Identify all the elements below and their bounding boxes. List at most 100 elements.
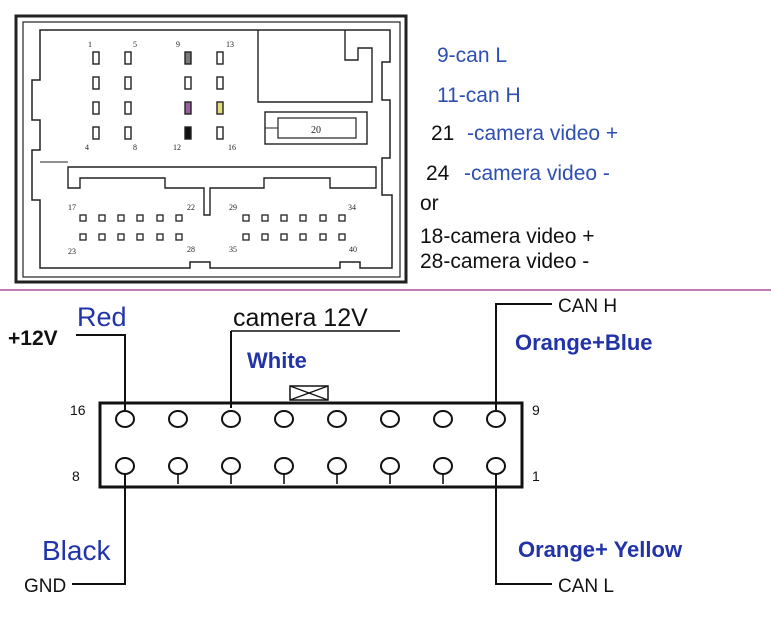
connector-lower-pin (261, 214, 269, 222)
connector-pin-15 (216, 101, 224, 115)
connector-pin-12 (184, 126, 192, 140)
connector-pin-16 (216, 126, 224, 140)
pin-label-9: 9 (176, 40, 180, 49)
connector-pin-9 (184, 51, 192, 65)
connector-pin-14 (216, 76, 224, 90)
plug-pin-1-label: 1 (532, 468, 540, 484)
plug-pin-bottom (221, 457, 241, 475)
connector-pin-1 (92, 51, 100, 65)
plug-pin-bottom (380, 457, 400, 475)
connector-lower-pin (280, 214, 288, 222)
connector-lower-pin (319, 214, 327, 222)
gnd-label: GND (24, 576, 66, 597)
wires (72, 303, 552, 585)
key-marker-cross-b (289, 385, 329, 401)
connector-drawing (14, 14, 408, 284)
connector-lower-pin (299, 214, 307, 222)
plug-pin-top (327, 410, 347, 428)
connector-inner-frame (22, 21, 401, 278)
connector-lower-pin (175, 214, 183, 222)
legend-21-number: 21 (431, 122, 454, 145)
connector-outer-frame (14, 14, 408, 284)
connector-lower-pin (280, 233, 288, 241)
plug-pin-bottom (486, 457, 506, 475)
connector-lower-pin (242, 214, 250, 222)
connector-lower-pin (98, 214, 106, 222)
legend-can-l: 9-can L (437, 44, 507, 67)
wire-can-l (495, 474, 552, 585)
pin-label-22: 22 (187, 203, 195, 212)
plus12v-label: +12V (8, 327, 58, 350)
wire-can-h (495, 303, 552, 410)
plug-pin-bottom (274, 457, 294, 475)
connector-pin-6 (124, 76, 132, 90)
connector-pin-11 (184, 101, 192, 115)
connector-pin-7 (124, 101, 132, 115)
wire-labels: Red +12V camera 12V White CAN H Orange+B… (8, 296, 683, 597)
plug-pin-bottom (115, 457, 135, 475)
connector-lower-pin (338, 214, 346, 222)
pin-label-4: 4 (85, 143, 89, 152)
orange-yellow-wire-label: Orange+ Yellow (518, 537, 683, 562)
plug-pin-top (221, 410, 241, 428)
pin-label-13: 13 (226, 40, 234, 49)
connector-body-outline (31, 29, 393, 269)
connector-lower-pin (117, 214, 125, 222)
legend-18-video-plus: 18-camera video + (420, 225, 595, 248)
plug-pin-top (380, 410, 400, 428)
connector-lower-pin (175, 233, 183, 241)
upper-right-block (257, 30, 373, 103)
middle-divider-rail (67, 166, 377, 216)
pin-label-35: 35 (229, 245, 237, 254)
legend-28-video-minus: 28-camera video - (420, 250, 589, 273)
connector-lower-pin (338, 233, 346, 241)
connector-pin-4 (92, 126, 100, 140)
plug-pin-16-label: 16 (70, 402, 86, 418)
connector-lower-pin (261, 233, 269, 241)
pin-label-16: 16 (228, 143, 236, 152)
connector-lower-pin (136, 214, 144, 222)
pin-label-8: 8 (133, 143, 137, 152)
pin-label-5: 5 (133, 40, 137, 49)
plug-body (98, 401, 524, 489)
connector-lower-pin (117, 233, 125, 241)
connector-lower-pin (98, 233, 106, 241)
plug-pin-bottom (327, 457, 347, 475)
pin-label-34: 34 (348, 203, 356, 212)
connector-lower-pin (299, 233, 307, 241)
pin-legend: 9-can L 11-can H 21 -camera video + 24 -… (420, 44, 618, 273)
legend-21-text: -camera video + (467, 122, 618, 145)
legend-24-number: 24 (426, 162, 450, 185)
red-wire-label: Red (77, 302, 127, 332)
connector-pin-13 (216, 51, 224, 65)
plug-pin-top (274, 410, 294, 428)
pin-label-29: 29 (229, 203, 237, 212)
black-wire-label: Black (42, 535, 111, 566)
connector-pin-10 (184, 76, 192, 90)
can-l-label: CAN L (558, 576, 614, 597)
legend-24-text: -camera video - (464, 162, 610, 185)
connector-pin-5 (124, 51, 132, 65)
connector-lower-pin (79, 214, 87, 222)
legend-or: or (420, 192, 439, 215)
pin-label-40: 40 (349, 245, 357, 254)
wire-gnd (72, 474, 126, 585)
can-h-label: CAN H (558, 296, 617, 317)
pin-label-20: 20 (311, 125, 321, 136)
plug-pin-8-label: 8 (72, 468, 80, 484)
orange-blue-wire-label: Orange+Blue (515, 330, 653, 355)
connector-lower-pin (156, 214, 164, 222)
key-marker (289, 385, 329, 401)
plug-pin-top (433, 410, 453, 428)
legend-can-h: 11-can H (437, 84, 521, 107)
upper-pin-grid (92, 51, 224, 140)
connector-pin-3 (92, 101, 100, 115)
wire-plus12v (76, 334, 126, 410)
connector-lower-pin (156, 233, 164, 241)
connector-lower-pin (79, 233, 87, 241)
plug-pin-bottom (433, 457, 453, 475)
pin-label-12: 12 (173, 143, 181, 152)
connector-pin-2 (92, 76, 100, 90)
plug-pin-top (168, 410, 188, 428)
